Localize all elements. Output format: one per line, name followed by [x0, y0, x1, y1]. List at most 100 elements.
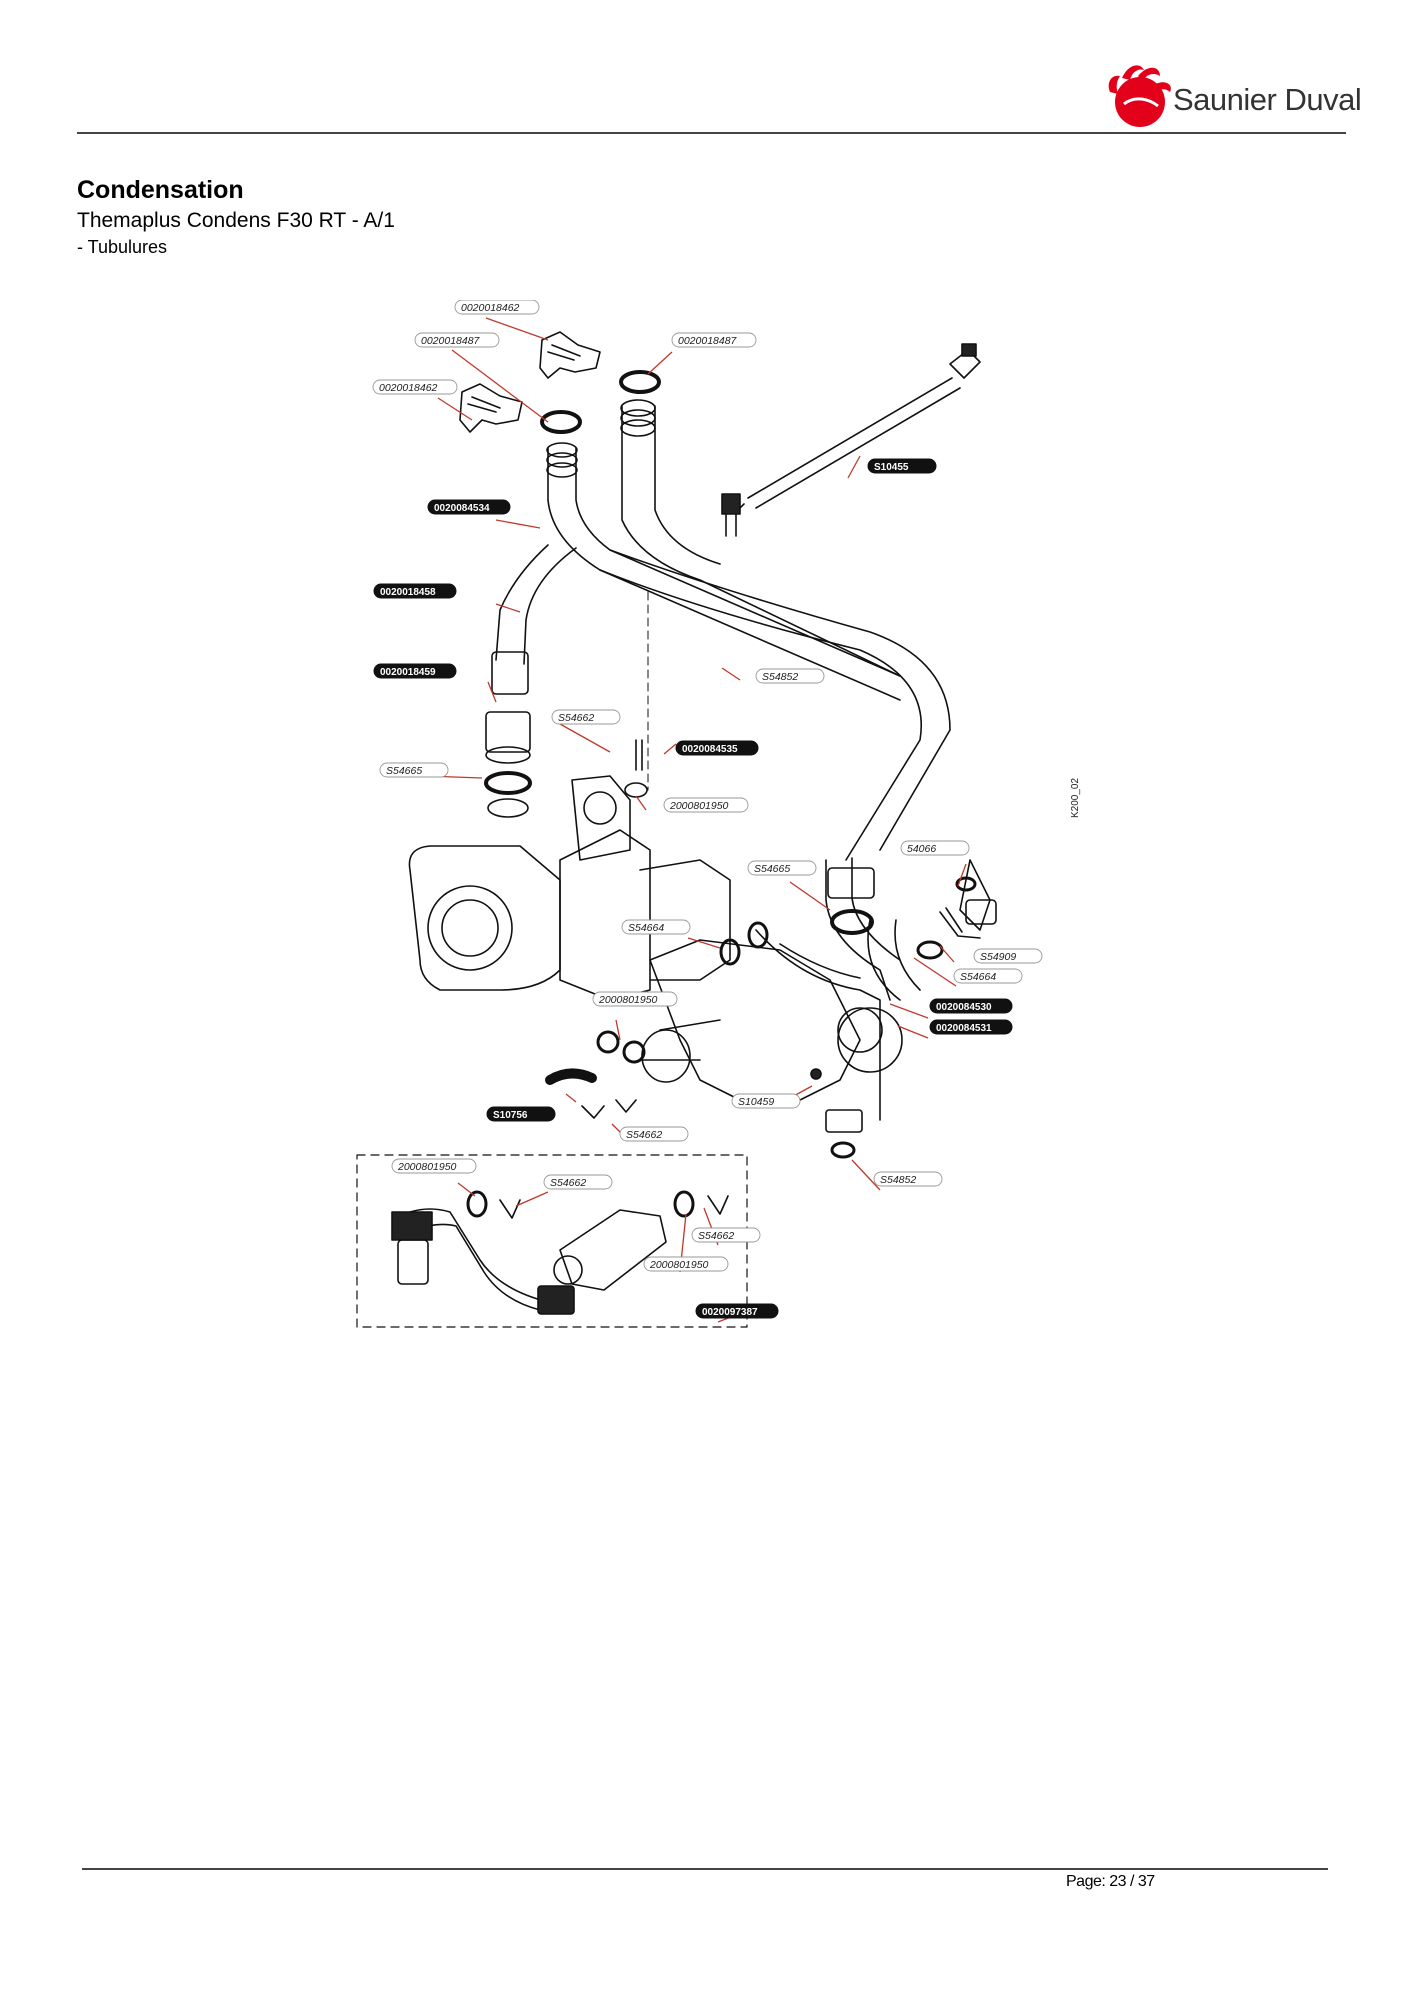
- part-number-label: S54852: [880, 1174, 916, 1186]
- part-number-label: S54665: [754, 863, 790, 875]
- part-number-label: 0020084534: [434, 503, 490, 514]
- part-number-label: 2000801950: [669, 800, 729, 812]
- drawing-reference-code: K200_02: [1070, 778, 1081, 818]
- callout-c10: S54662: [551, 709, 621, 725]
- callout-c25: S54852: [873, 1171, 943, 1187]
- callout-c22: S10459: [731, 1093, 801, 1109]
- part-number-label: S10756: [493, 1110, 528, 1121]
- callout-c9: S54852: [755, 668, 825, 684]
- part-number-label: 0020018462: [461, 302, 520, 314]
- part-number-label: 0020084535: [682, 744, 738, 755]
- callout-box: [929, 998, 1013, 1014]
- callout-box: [900, 840, 970, 856]
- callout-c11: 0020084535: [675, 740, 759, 756]
- callout-c1: 0020018462: [454, 300, 540, 315]
- footer-divider: [82, 1868, 1328, 1870]
- parts-drawing: [356, 331, 997, 1328]
- section-label: - Tubulures: [77, 237, 168, 257]
- callout-box: [747, 860, 817, 876]
- callout-c29: 2000801950: [643, 1256, 729, 1272]
- part-number-label: 0020018458: [380, 587, 436, 598]
- part-number-label: 2000801950: [397, 1161, 457, 1173]
- callout-c15: S54665: [747, 860, 817, 876]
- callout-c24: S54662: [619, 1126, 689, 1142]
- part-number-label: 54066: [907, 843, 936, 855]
- part-number-label: S54662: [558, 712, 594, 724]
- part-number-label: 0020018462: [379, 382, 438, 394]
- callout-c16: S54664: [621, 919, 691, 935]
- callout-c13: 2000801950: [663, 797, 749, 813]
- callout-box: [621, 919, 691, 935]
- callout-c3: 0020018487: [671, 332, 757, 348]
- part-number-label: S54664: [628, 922, 664, 934]
- callout-box: [663, 797, 749, 813]
- part-number-label: 2000801950: [649, 1259, 709, 1271]
- part-number-label: S54662: [550, 1177, 586, 1189]
- callout-box: [414, 332, 500, 348]
- brand-name: Saunier Duval: [1173, 82, 1362, 117]
- callout-box: [671, 332, 757, 348]
- part-number-label: 2000801950: [598, 994, 658, 1006]
- callout-c5: S10455: [867, 458, 937, 474]
- page-number: Page: 23 / 37: [1066, 1873, 1155, 1890]
- callout-box: [755, 668, 825, 684]
- model-subtitle: Themaplus Condens F30 RT - A/1: [77, 209, 395, 232]
- callout-c23: S10756: [486, 1106, 556, 1122]
- part-number-label: 0020018487: [678, 335, 738, 347]
- callout-box: [372, 379, 458, 395]
- part-number-label: 0020018487: [421, 335, 481, 347]
- callout-c21: 0020084531: [929, 1019, 1013, 1035]
- callout-box: [695, 1303, 779, 1319]
- callout-c27: S54662: [543, 1174, 613, 1190]
- callout-c4: 0020018462: [372, 379, 458, 395]
- callout-c26: 2000801950: [391, 1158, 477, 1174]
- callout-box: [731, 1093, 801, 1109]
- callout-box: [929, 1019, 1013, 1035]
- saunier-duval-logo: [1108, 65, 1171, 127]
- callout-box: [953, 968, 1023, 984]
- callout-box: [379, 762, 449, 778]
- part-number-label: S54662: [626, 1129, 662, 1141]
- callout-box: [391, 1158, 477, 1174]
- callout-c2: 0020018487: [414, 332, 500, 348]
- part-number-label: S54909: [980, 951, 1016, 963]
- part-number-label: S10459: [738, 1096, 774, 1108]
- callout-box: [486, 1106, 556, 1122]
- callout-box: [551, 709, 621, 725]
- callout-c19: 2000801950: [592, 991, 678, 1007]
- callout-box: [873, 1171, 943, 1187]
- callout-c17: S54909: [973, 948, 1043, 964]
- callout-c14: 54066: [900, 840, 970, 856]
- part-number-label: S54665: [386, 765, 422, 777]
- part-number-label: S54662: [698, 1230, 734, 1242]
- part-number-label: 0020097387: [702, 1307, 758, 1318]
- part-number-label: 0020018459: [380, 667, 436, 678]
- callout-box: [973, 948, 1043, 964]
- part-number-label: 0020084531: [936, 1023, 992, 1034]
- page-title: Condensation: [77, 176, 244, 204]
- callout-box: [454, 300, 540, 315]
- callout-c20: 0020084530: [929, 998, 1013, 1014]
- callout-box: [373, 663, 457, 679]
- part-number-label: S10455: [874, 462, 909, 473]
- callout-box: [867, 458, 937, 474]
- part-number-label: S54852: [762, 671, 798, 683]
- callout-box: [691, 1227, 761, 1243]
- callout-c8: 0020018459: [373, 663, 457, 679]
- callout-box: [675, 740, 759, 756]
- callout-c18: S54664: [953, 968, 1023, 984]
- callout-box: [592, 991, 678, 1007]
- callout-c7: 0020018458: [373, 583, 457, 599]
- callout-c30: 0020097387: [695, 1303, 779, 1319]
- callout-c12: S54665: [379, 762, 449, 778]
- part-number-label: S54664: [960, 971, 996, 983]
- callout-box: [543, 1174, 613, 1190]
- header-divider: [77, 132, 1346, 134]
- exploded-parts-diagram: 0020018462 0020018487 0020018487 0020018462…: [356, 300, 1081, 1328]
- callout-box: [427, 499, 511, 515]
- callout-box: [643, 1256, 729, 1272]
- callout-box: [619, 1126, 689, 1142]
- callout-c28: S54662: [691, 1227, 761, 1243]
- part-number-label: 0020084530: [936, 1002, 992, 1013]
- callout-c6: 0020084534: [427, 499, 511, 515]
